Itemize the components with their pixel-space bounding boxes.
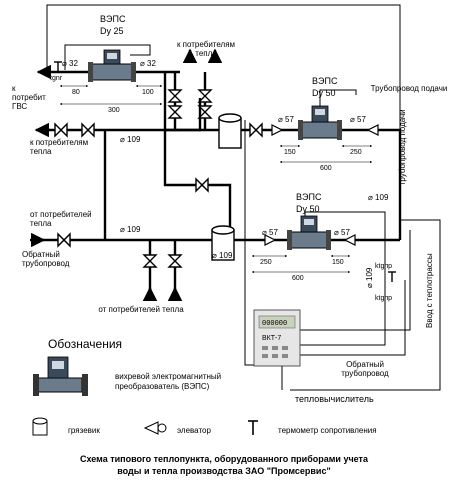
label-vepsc-bot-size: Dy 50 (296, 204, 320, 214)
dim-d57-bot-right: ⌀ 57 (334, 228, 350, 237)
label-heat-calculator: тепловычислитель (295, 394, 374, 404)
dim-len-150-bot: 150 (332, 259, 344, 266)
mud-trap-icon (32, 417, 48, 436)
valve-supply-left-1 (54, 122, 68, 138)
label-heat-network-input: Ввод с теплотрассы (425, 253, 434, 328)
label-consumers-gvs: к потребителям ГВС (12, 84, 46, 111)
elevator-top-left (271, 124, 284, 136)
dim-len-300: 300 (108, 107, 120, 114)
dim-d32-left: ⌀ 32 (62, 59, 78, 68)
dim-d57-bot-left: ⌀ 57 (262, 228, 278, 237)
legend-thermometer: термометр сопротивления (278, 426, 377, 435)
mud-trap-bottom (211, 225, 235, 261)
valve-top-1 (167, 89, 183, 103)
elevator-bottom-right (343, 234, 356, 246)
dim-d109-mid: ⌀ 109 (120, 225, 141, 234)
label-from-consumers-heat: от потребителей тепла (30, 210, 92, 228)
valve-bottom-1 (142, 254, 158, 268)
dim-len-600-top: 600 (320, 165, 332, 172)
dim-len-150-top: 150 (284, 149, 296, 156)
label-vepsc-bot-name: ВЭПС (296, 192, 322, 202)
label-vepsc-top-size: Dy 50 (312, 88, 336, 98)
valve-bottom-2 (167, 254, 183, 268)
label-ktgpr-top: ktgпр (375, 263, 392, 270)
flowmeter-bottom (287, 215, 331, 250)
label-vepsc-top-name: ВЭПС (312, 76, 338, 86)
label-tgnr: tgnr (50, 75, 63, 82)
elevator-top-right (366, 124, 379, 136)
dim-len-600-bot: 600 (292, 275, 304, 282)
flowmeter-dy25 (88, 49, 136, 82)
mud-trap-top (218, 113, 242, 149)
dimension-lines (59, 84, 373, 274)
legend-vepsc-icon (33, 356, 88, 396)
thermometer-ktgpr-top (388, 271, 396, 282)
elevator-icon (143, 421, 167, 435)
label-consumers-heat-top: к потребителям тепла (177, 40, 235, 58)
dim-d109-right-bottom: ⌀ 109 (365, 267, 374, 288)
calculator-brand: ВКТ-7 (262, 335, 281, 342)
valve-top-2 (197, 89, 213, 103)
elevator-bottom-left (264, 234, 277, 246)
valve-supply-right (249, 122, 263, 138)
dim-d57-top-left: ⌀ 57 (278, 115, 294, 124)
valve-return-left (57, 232, 71, 248)
dim-d109-right-top: ⌀ 109 (368, 193, 389, 202)
flow-arrows (30, 48, 223, 301)
caption: Схема типового теплопункта, оборудованно… (80, 454, 369, 476)
valves (54, 89, 263, 268)
label-vepsc-dy25-name: ВЭПС (100, 14, 126, 24)
dim-len-250-top: 250 (350, 149, 362, 156)
legend-elevator: элеватор (177, 426, 211, 435)
thermometer-icon (248, 420, 258, 435)
valve-connector (195, 177, 209, 193)
dim-len-250-bot: 250 (260, 259, 272, 266)
legend-vepsc-description: вихревой электромагнитный преобразовател… (115, 372, 221, 391)
label-return-pipe-left: Обратный трубопровод (22, 250, 69, 268)
label-consumers-heat-left: к потребителям тепла (30, 138, 88, 156)
valve-top-3 (167, 105, 183, 119)
caption-line-1: Схема типового теплопункта, оборудованно… (80, 454, 369, 464)
dim-len-80: 80 (72, 89, 80, 96)
dim-d57-top-right: ⌀ 57 (350, 115, 366, 124)
valve-supply-left-2 (81, 122, 95, 138)
calculator-screen: 000000 (262, 320, 287, 328)
valve-top-4 (197, 105, 213, 119)
label-from-consumers-heat-bottom: от потребителей тепла (98, 305, 183, 314)
dim-d32-right: ⌀ 32 (140, 59, 156, 68)
label-ktgpr-bottom: ktgпр (375, 295, 392, 302)
dim-len-100: 100 (142, 89, 154, 96)
pipelines (40, 70, 402, 295)
flowmeter-top (298, 105, 342, 140)
dimension-labels: ⌀ 32 ⌀ 32 ⌀ 109 ⌀ 109 ⌀ 109 ⌀ 109 ⌀ 109 … (62, 59, 389, 288)
thermometer-tgnr (54, 61, 62, 72)
legend: Обозначения вихревой электромагнитный пр… (32, 337, 377, 436)
caption-line-2: воды и тепла производства ЗАО "Промсерви… (117, 466, 330, 476)
elevators (264, 124, 379, 246)
thermometers (54, 61, 396, 282)
legend-mud-trap: грязевик (68, 426, 100, 435)
dim-d109-top: ⌀ 109 (120, 135, 141, 144)
dim-d109-bottom: ⌀ 109 (212, 251, 233, 260)
diagram-labels: ВЭПС Dy 25 ВЭПС Dy 50 ВЭПС Dy 50 к потре… (12, 14, 448, 404)
label-supply-pipe-top: Трубопровод подачи (371, 84, 448, 93)
mud-traps (211, 113, 242, 261)
label-return-pipe-right: Обратный трубопровод (341, 360, 388, 378)
legend-title: Обозначения (48, 337, 122, 351)
heat-calculator-device: 000000 ВКТ-7 (253, 309, 301, 390)
label-supply-pipe-vertical: Трубопровод подачи (398, 109, 407, 186)
label-vepsc-dy25-size: Dy 25 (100, 26, 124, 36)
